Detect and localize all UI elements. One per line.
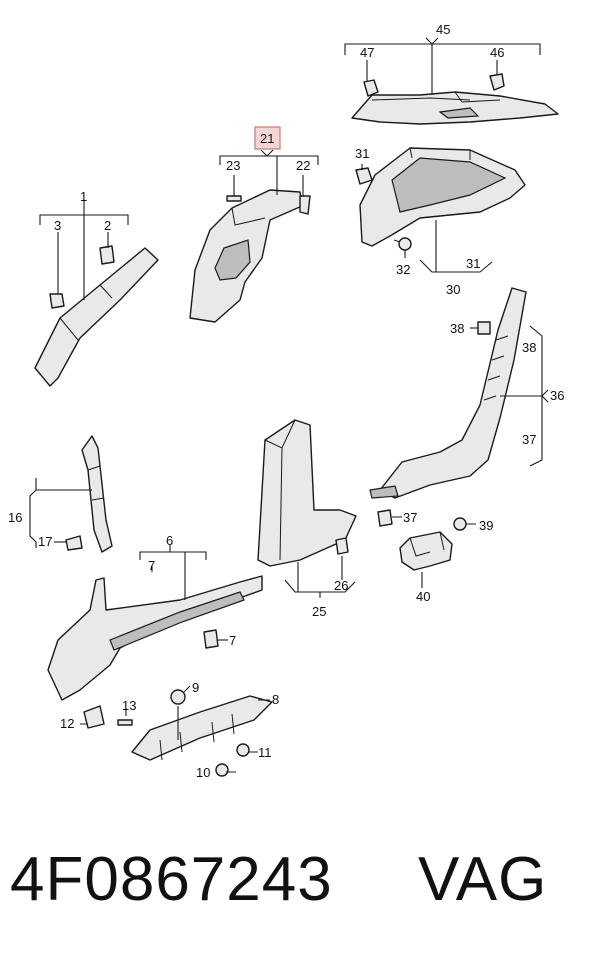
b-pillar-upper-trim-part: [189, 189, 303, 323]
callout-2: 2: [104, 218, 111, 233]
clip-part-11: [236, 743, 250, 757]
brand-name: VAG: [418, 845, 548, 914]
clip-part-37: [377, 509, 393, 527]
callout-40: 40: [416, 589, 430, 604]
clip-part-31: [355, 167, 373, 185]
parcel-shelf-trim-part: [351, 91, 559, 125]
callout-31a: 31: [355, 146, 369, 161]
callout-46: 46: [490, 45, 504, 60]
callout-17: 17: [38, 534, 52, 549]
callout-36: 36: [550, 388, 564, 403]
callout-45: 45: [436, 22, 450, 37]
bracket-part-40: [399, 531, 453, 571]
callout-12: 12: [60, 716, 74, 731]
callout-37b: 37: [403, 510, 417, 525]
callout-7a: 7: [148, 558, 155, 573]
sill-trim-part: [47, 575, 263, 701]
clip-part-26: [335, 537, 349, 555]
clip-part-17: [65, 535, 83, 551]
screw-part-13: [117, 719, 133, 726]
callout-9: 9: [192, 680, 199, 695]
callout-47: 47: [360, 45, 374, 60]
callout-16: 16: [8, 510, 22, 525]
callout-39: 39: [479, 518, 493, 533]
c-pillar-lower-trim-part: [369, 287, 527, 499]
clip-part-10: [215, 763, 229, 777]
callout-3: 3: [54, 218, 61, 233]
clip-part-9: [170, 689, 186, 705]
c-pillar-upper-trim-part: [359, 147, 526, 247]
callout-31b: 31: [466, 256, 480, 271]
clip-part-39: [453, 517, 467, 531]
callout-21: 21: [260, 131, 274, 146]
callout-38b: 38: [522, 340, 536, 355]
clip-part-38: [477, 321, 491, 335]
clip-strip-part-8: [131, 695, 273, 761]
lower-a-pillar-trim-part: [81, 435, 113, 553]
callout-23: 23: [226, 158, 240, 173]
callout-8: 8: [272, 692, 279, 707]
callout-38a: 38: [450, 321, 464, 336]
callout-10: 10: [196, 765, 210, 780]
leader-lines: [29, 37, 549, 773]
callout-7b: 7: [229, 633, 236, 648]
clip-part-7: [203, 629, 219, 649]
callout-30: 30: [446, 282, 460, 297]
a-pillar-trim-part: [34, 247, 159, 387]
callout-13: 13: [122, 698, 136, 713]
clip-part-3: [49, 293, 65, 309]
screw-part-32: [393, 237, 412, 251]
clip-part-47: [363, 79, 379, 97]
footer: 4F0867243 VAG: [0, 835, 600, 945]
parts-diagram: 45 47 46 21 23 22 31 32 31 30 1 3 2 38 3…: [8, 22, 564, 780]
callout-labels: 45 47 46 21 23 22 31 32 31 30 1 3 2 38 3…: [8, 22, 564, 780]
callout-26: 26: [334, 578, 348, 593]
callout-25: 25: [312, 604, 326, 619]
clip-part-12: [83, 705, 105, 729]
callout-1: 1: [80, 189, 87, 204]
part-number: 4F0867243: [10, 845, 333, 914]
clip-part-2: [99, 245, 115, 265]
screw-part-23: [226, 195, 242, 202]
clip-part-22: [299, 195, 311, 215]
callout-37a: 37: [522, 432, 536, 447]
callout-11: 11: [258, 745, 272, 760]
callout-32: 32: [396, 262, 410, 277]
b-pillar-lower-trim-part: [257, 419, 357, 567]
highlight-box: [254, 126, 281, 150]
callout-22: 22: [296, 158, 310, 173]
clip-part-46: [489, 73, 505, 91]
callout-6: 6: [166, 533, 173, 548]
